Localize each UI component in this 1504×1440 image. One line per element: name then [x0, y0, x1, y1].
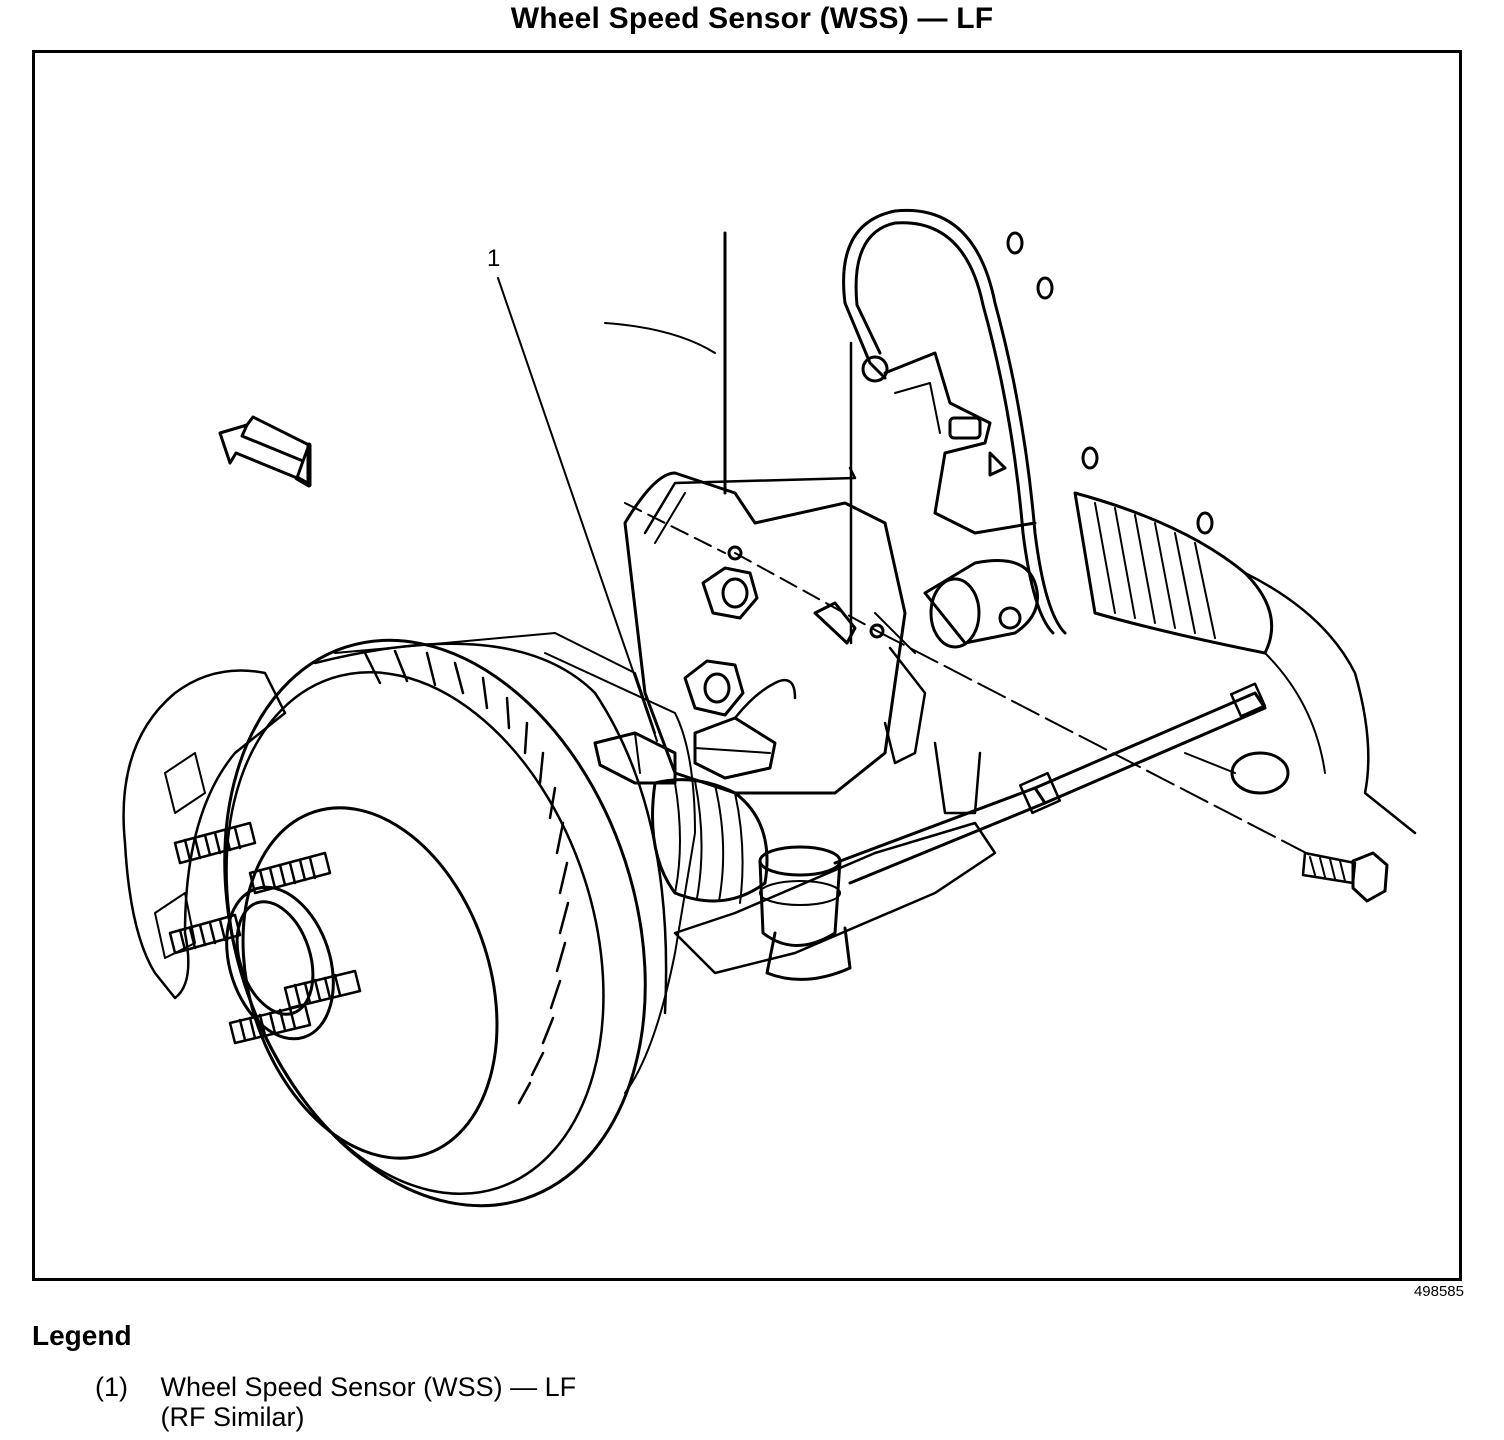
wheel-stud-icon [168, 821, 362, 1045]
legend-item-number: (1) [95, 1372, 128, 1402]
callout-1: 1 [487, 245, 500, 272]
brake-rotor-icon [223, 632, 696, 1208]
legend-heading: Legend [32, 1320, 132, 1351]
wheel-hub-icon [225, 806, 499, 1160]
figure-id: 498585 [1413, 1283, 1464, 1300]
wss-illustration: 1 [122, 208, 1417, 1208]
tie-rod-end-icon [758, 845, 852, 981]
upper-nut-icon [701, 566, 759, 620]
forward-arrow-icon [218, 415, 312, 488]
lower-nut-icon [683, 659, 745, 717]
legend-item: (1) Wheel Speed Sensor (WSS) — LF (RF Si… [95, 1372, 576, 1432]
legend-item-line1: Wheel Speed Sensor (WSS) — LF [160, 1372, 577, 1402]
diagram-frame: 1 [32, 50, 1462, 1281]
legend-item-text: Wheel Speed Sensor (WSS) — LF (RF Simila… [161, 1372, 577, 1432]
legend-item-line2: (RF Similar) [160, 1402, 305, 1432]
sensor-connector-icon [693, 678, 797, 780]
page-title: Wheel Speed Sensor (WSS) — LF [510, 2, 994, 35]
mounting-bolt-icon [1301, 851, 1389, 903]
